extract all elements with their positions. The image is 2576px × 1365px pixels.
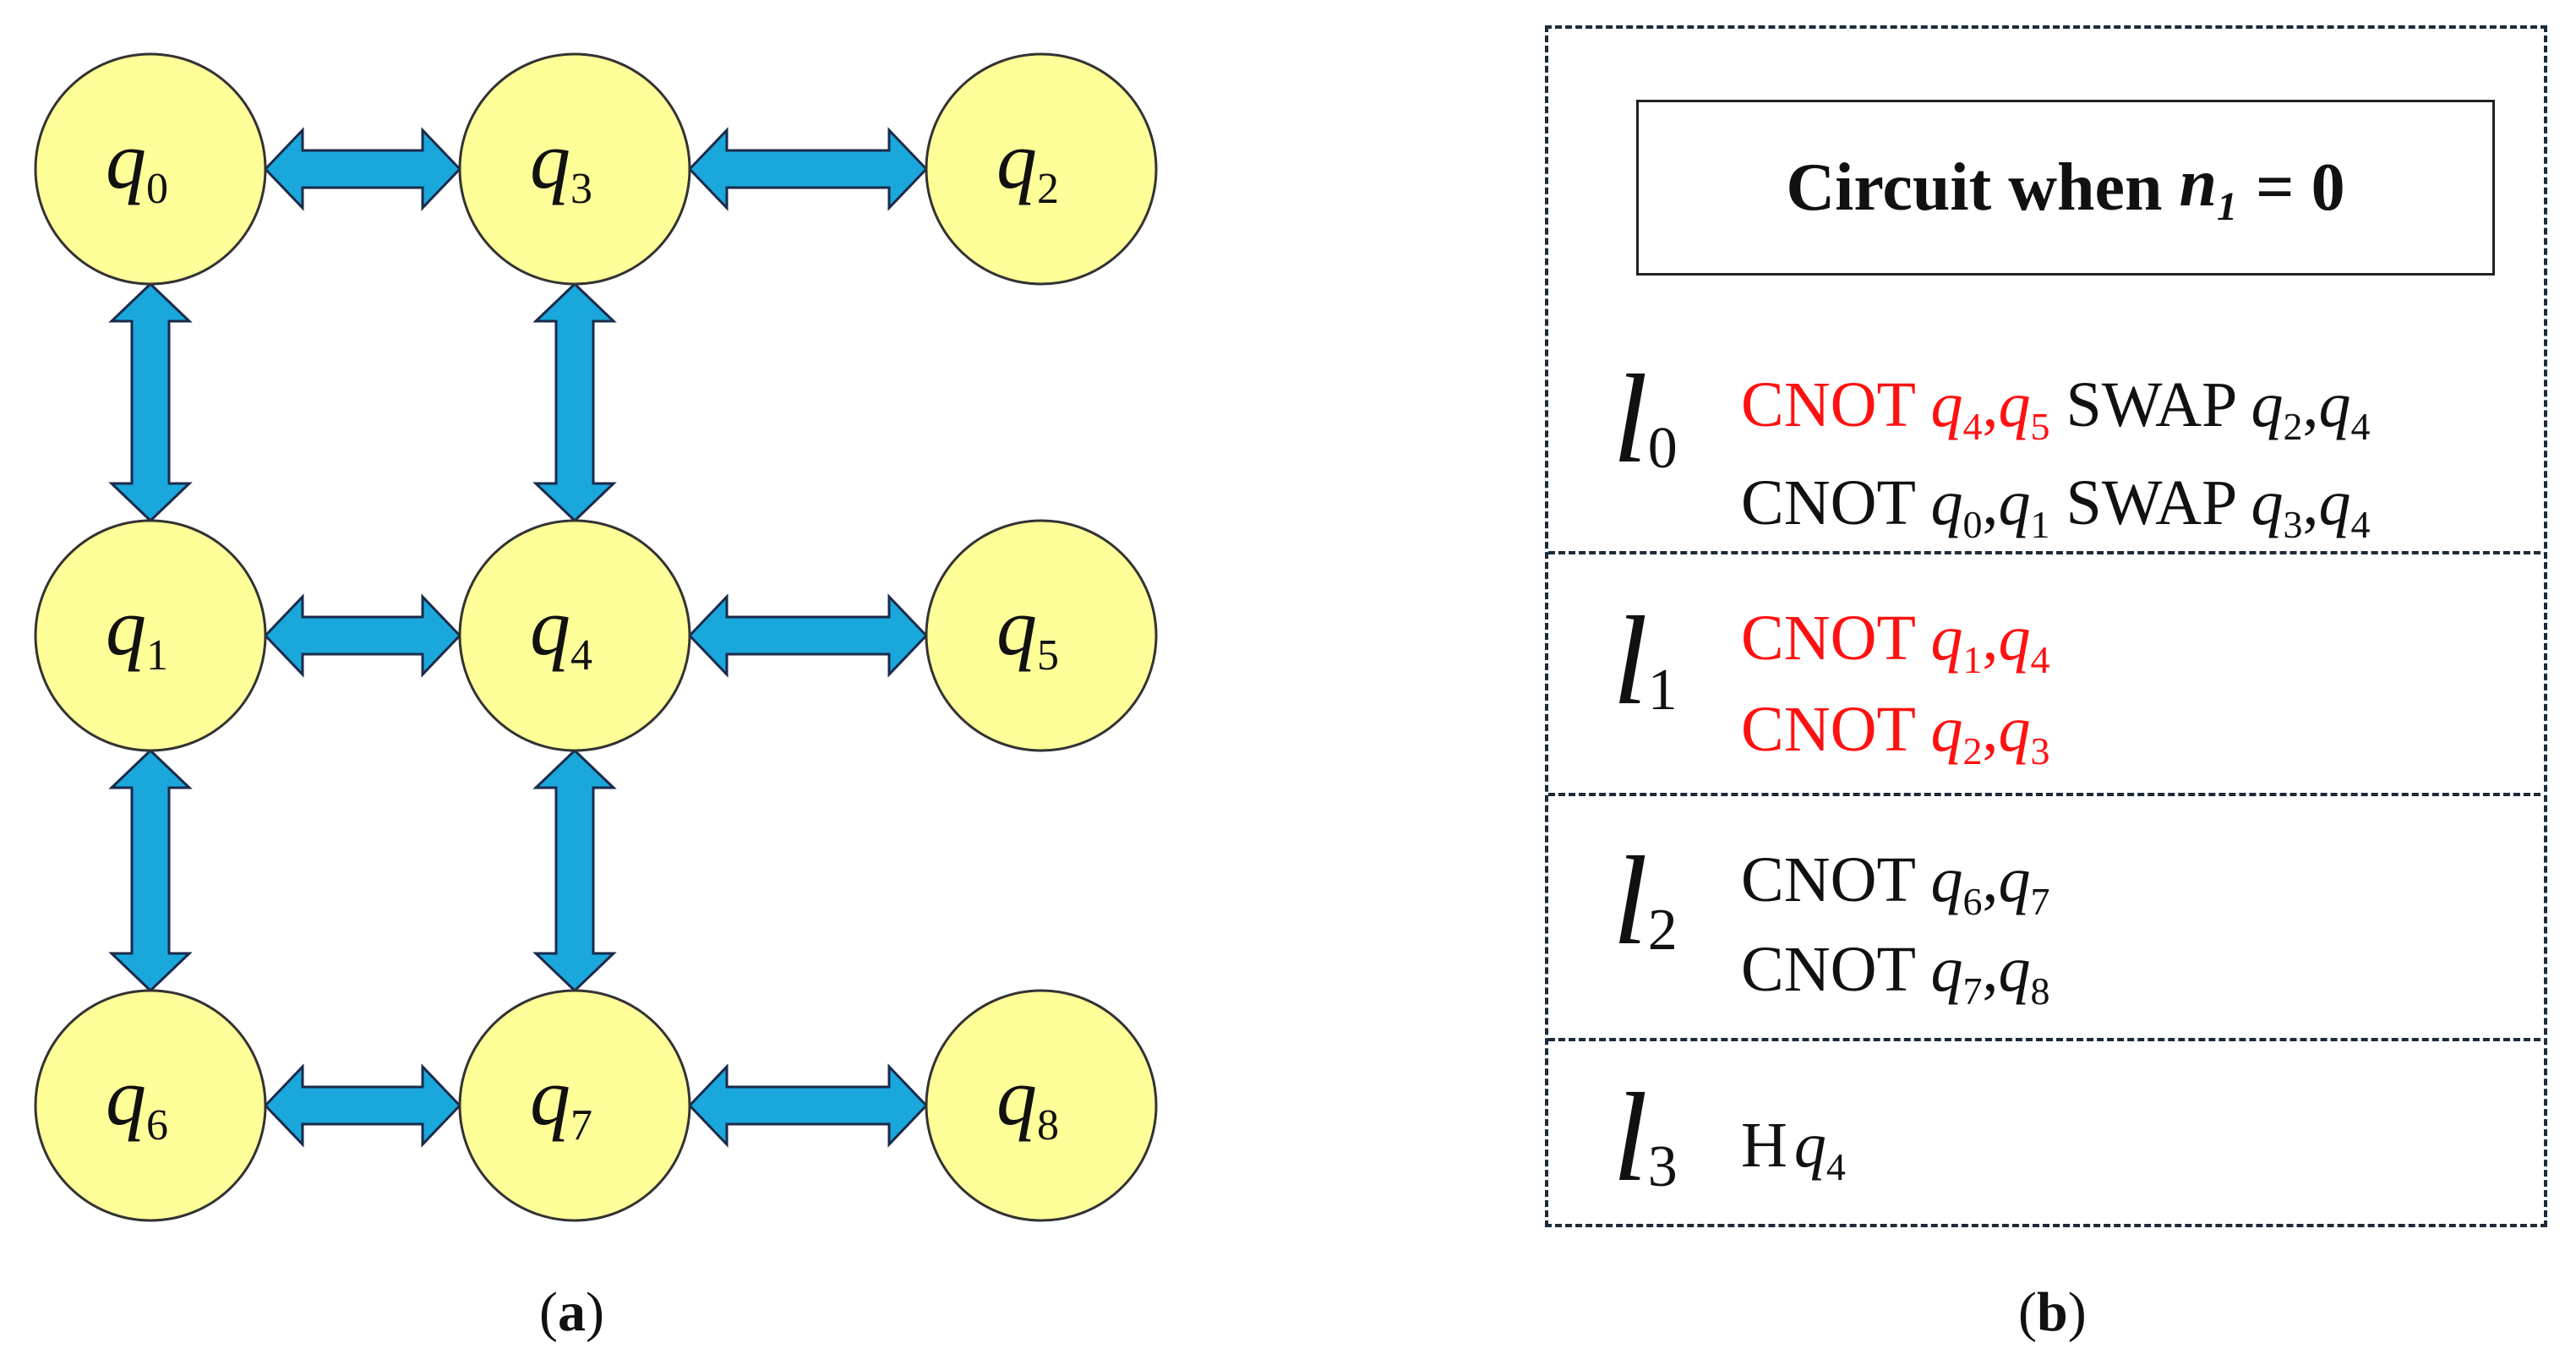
qubit-node-q6 (34, 989, 267, 1222)
coupling-arrow-q3-q4 (532, 281, 617, 523)
qubit-node-q8 (925, 989, 1158, 1222)
qubit-label-q3: q3 (530, 115, 592, 213)
coupling-arrow-q1-q4 (263, 593, 462, 678)
gate-l0-2: CNOT q0,q1 SWAP q3,q4 (1741, 467, 2371, 547)
layer-divider-3 (1548, 1038, 2541, 1041)
gate-l0-1: CNOT q4,q5 SWAP q2,q4 (1741, 369, 2371, 449)
qubit-node-q7 (458, 989, 691, 1222)
outer-dashed-border (1545, 25, 2547, 1227)
coupling-arrow-q7-q8 (687, 1063, 929, 1148)
coupling-arrow-q3-q2 (687, 127, 929, 211)
layer-label-l2: l2 (1613, 831, 1678, 971)
layer-divider-2 (1548, 793, 2541, 796)
coupling-arrow-q4-q5 (687, 593, 929, 678)
circuit-panel: Circuit when n1 = 0 l0 CNOT q4,q5 SWAP q… (1545, 25, 2547, 1227)
coupling-arrow-q4-q7 (532, 748, 617, 993)
qubit-node-q4 (458, 519, 691, 752)
qubit-node-q0 (34, 52, 267, 286)
gate-l2-1: CNOT q6,q7 (1741, 844, 2050, 924)
layer-label-l0: l0 (1613, 349, 1678, 489)
circuit-title: Circuit when n1 = 0 (1636, 100, 2495, 276)
coupling-arrow-q6-q7 (263, 1063, 462, 1148)
caption-b: (b) (2018, 1281, 2087, 1343)
qubit-node-q2 (925, 52, 1158, 286)
layer-divider-1 (1548, 551, 2541, 554)
qubit-node-q1 (34, 519, 267, 752)
gate-l1-1: CNOT q1,q4 (1741, 603, 2050, 682)
gate-l1-2: CNOT q2,q3 (1741, 694, 2050, 773)
gate-l2-2: CNOT q7,q8 (1741, 934, 2050, 1013)
qubit-node-q3 (458, 52, 691, 286)
coupling-arrow-q1-q6 (108, 748, 193, 993)
coupling-arrow-q0-q1 (108, 281, 193, 523)
coupling-arrow-q0-q3 (263, 127, 462, 211)
layer-label-l3: l3 (1613, 1067, 1678, 1208)
caption-a: (a) (539, 1281, 604, 1343)
layer-label-l1: l1 (1613, 591, 1678, 731)
qubit-node-q5 (925, 519, 1158, 752)
